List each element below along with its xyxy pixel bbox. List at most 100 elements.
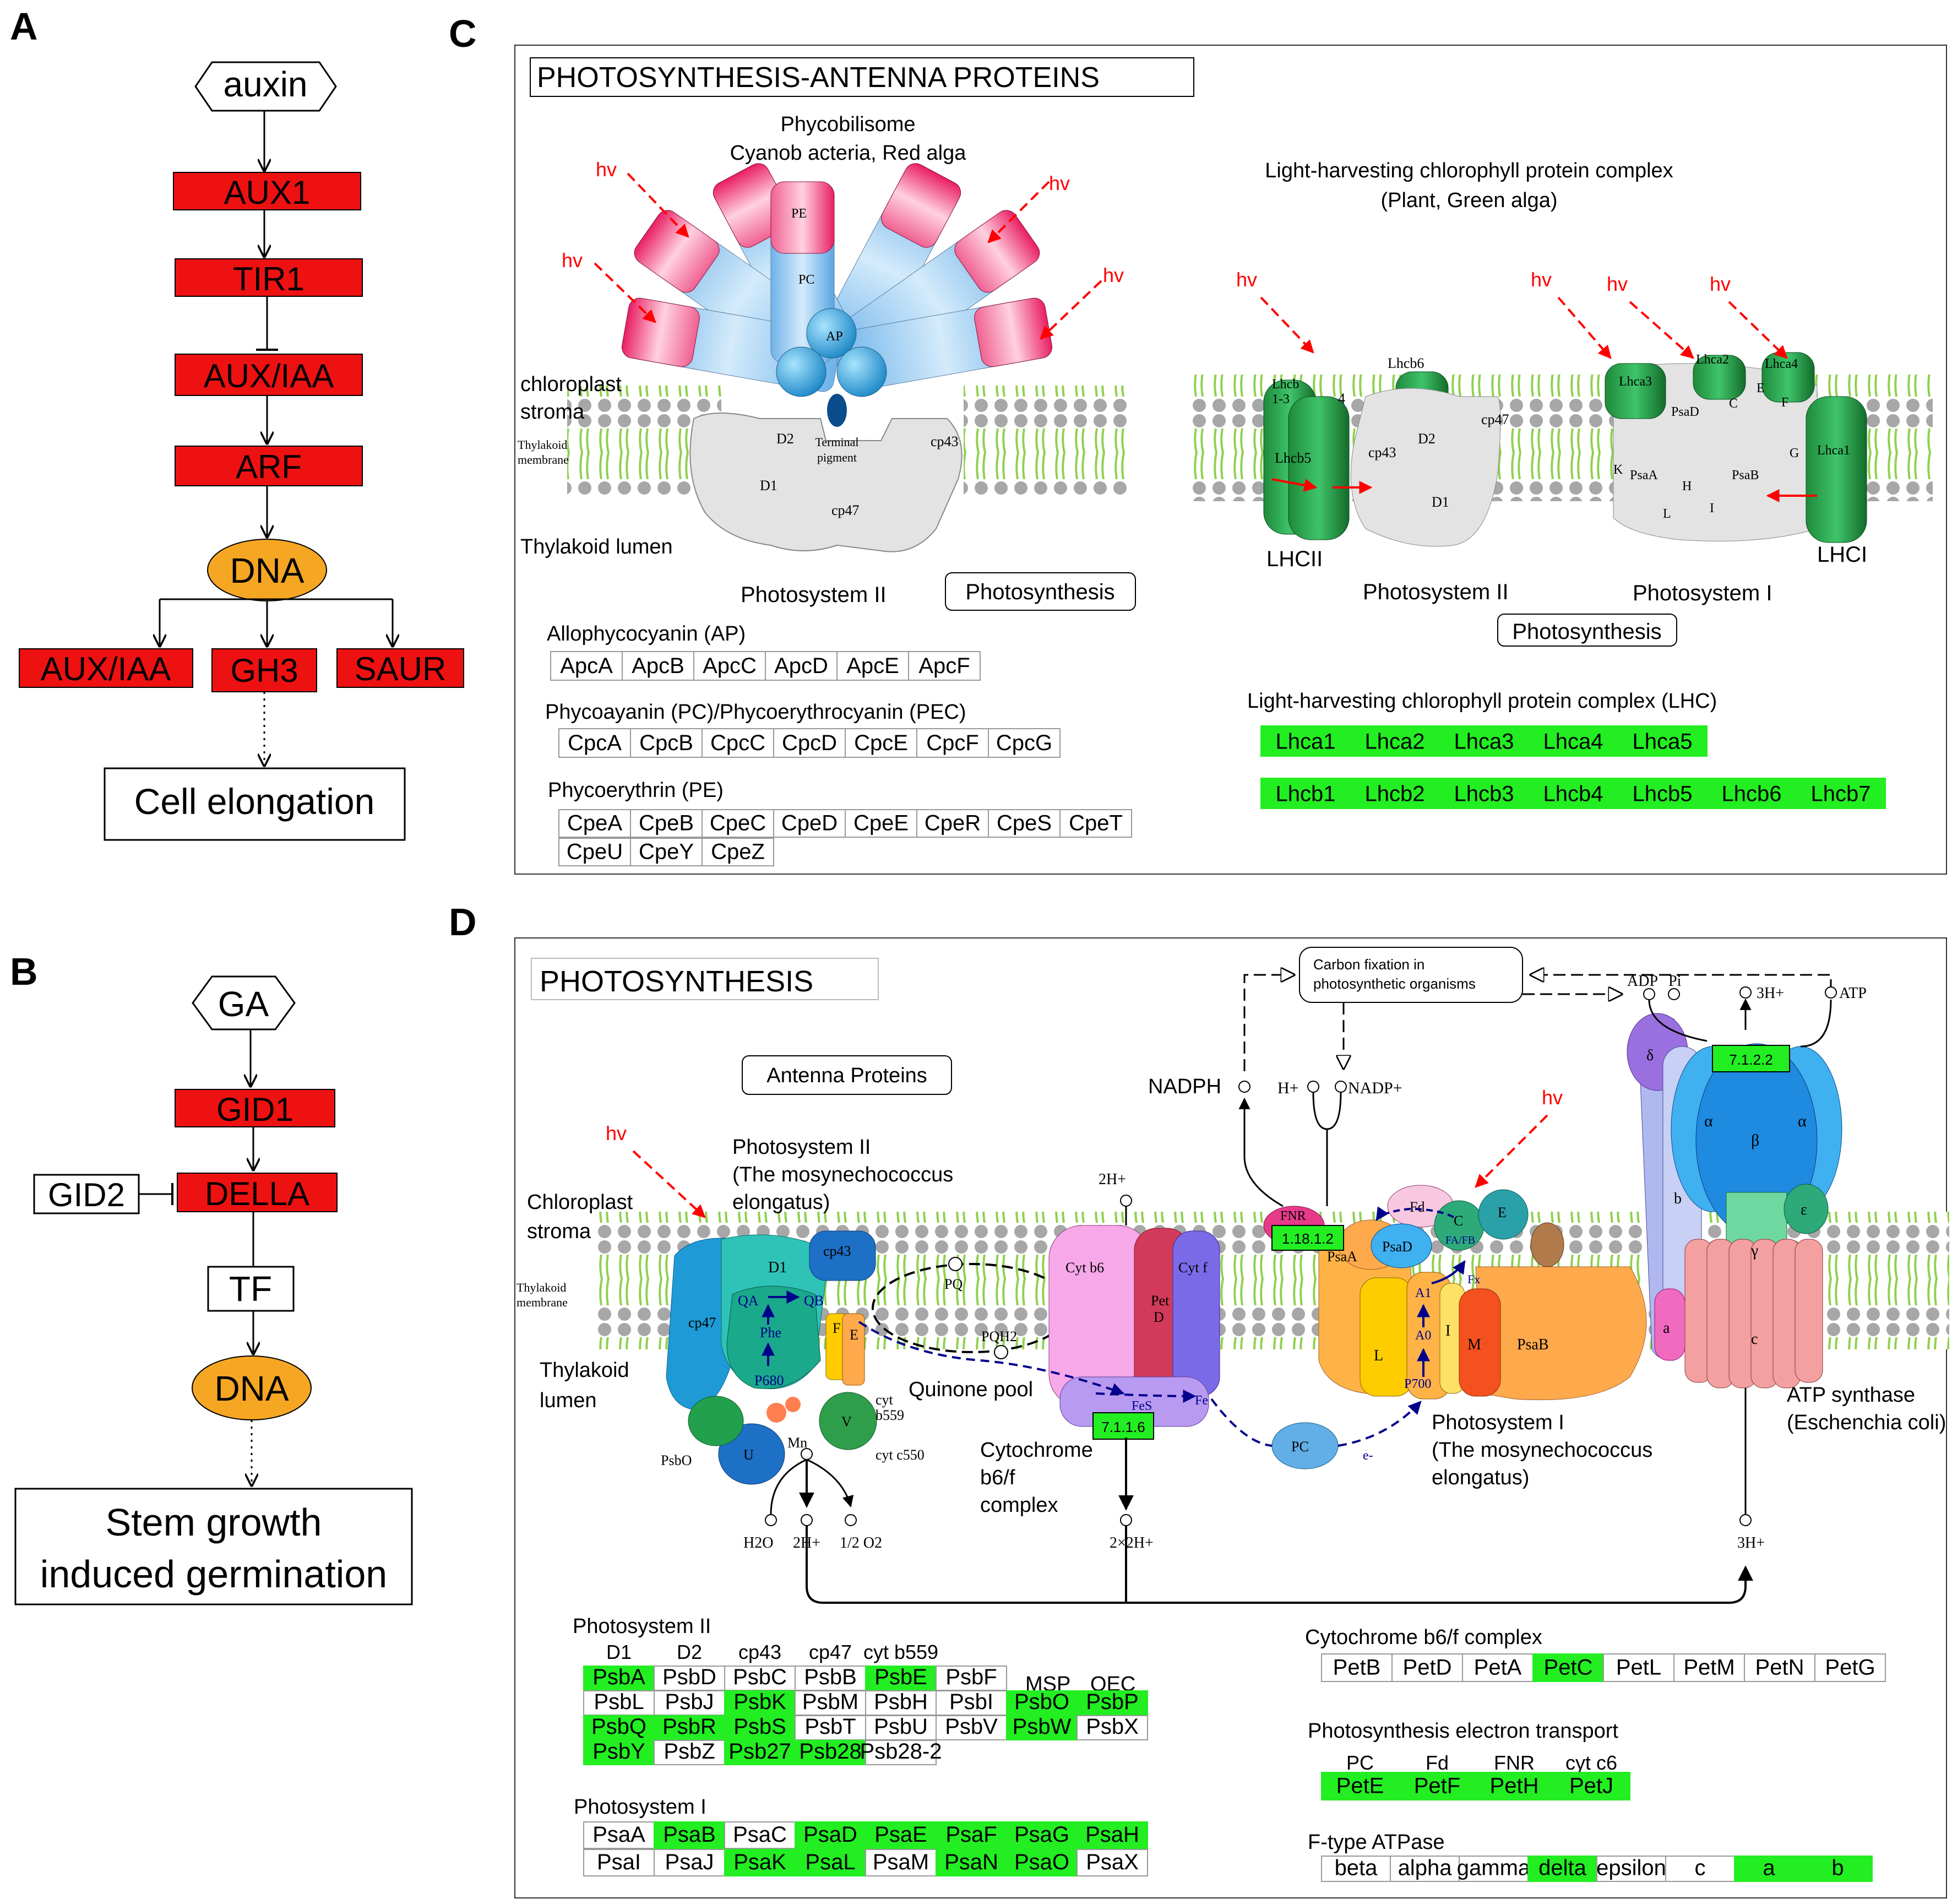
gene-cell-peth[interactable] [1475, 1772, 1553, 1800]
gene-cell-psal[interactable] [795, 1849, 866, 1876]
gene-cell-lhca5[interactable] [1617, 725, 1708, 757]
gene-cell-psag[interactable] [1006, 1821, 1078, 1849]
terminal-pigment-line1: Terminal [815, 435, 858, 449]
gene-cell-psbj[interactable] [654, 1690, 725, 1716]
gene-cell-psae[interactable] [865, 1821, 937, 1849]
gene-label-apcd: ApcD [774, 654, 828, 678]
gene-cell-lhca4[interactable] [1528, 725, 1618, 757]
gene-cell-petj[interactable] [1552, 1772, 1630, 1800]
gene-cell-cpez[interactable] [702, 838, 774, 866]
gene-cell-cpet[interactable] [1059, 809, 1132, 838]
gene-cell-psaj[interactable] [654, 1849, 725, 1876]
gene-label-aux-iaa: AUX/IAA [204, 357, 334, 394]
gene-cell-psad[interactable] [795, 1821, 866, 1849]
gene-cell-lhcb7[interactable] [1796, 778, 1886, 809]
gene-cell-psbm[interactable] [795, 1690, 866, 1716]
gene-cell-epsilon[interactable] [1596, 1856, 1666, 1882]
d-cytb559-line1: cyt [876, 1392, 894, 1408]
d-2x2h-label: 2×2H+ [1110, 1534, 1154, 1552]
gene-cell-lhcb2[interactable] [1350, 778, 1440, 809]
gene-cell-apcf[interactable] [908, 651, 981, 681]
carbon-fixation-line2: photosynthetic organisms [1313, 975, 1476, 992]
gene-cell-petl[interactable] [1603, 1653, 1674, 1682]
gene-cell-psbd[interactable] [654, 1666, 725, 1691]
gene-cell-pete[interactable] [1321, 1772, 1399, 1800]
gene-cell-cpey[interactable] [630, 838, 703, 866]
gene-cell-psbt[interactable] [795, 1715, 866, 1740]
gene-cell-psbe[interactable] [865, 1666, 937, 1691]
gene-cell-petn[interactable] [1744, 1653, 1815, 1682]
gene-cell-psb27[interactable] [724, 1740, 796, 1765]
gene-cell-cpca[interactable] [558, 728, 631, 758]
gene-cell-lhcb6[interactable] [1706, 778, 1797, 809]
gene-cell-cpce[interactable] [845, 728, 917, 758]
gene-cell-cpcd[interactable] [773, 728, 846, 758]
gene-cell-lhcb1[interactable] [1260, 778, 1351, 809]
gene-cell-psbf[interactable] [936, 1666, 1007, 1691]
gene-cell-cpeb[interactable] [630, 809, 703, 838]
gene-cell-cpcg[interactable] [988, 728, 1061, 758]
gene-cell-psab[interactable] [654, 1821, 725, 1849]
gene-cell-cpee[interactable] [845, 809, 917, 838]
gene-cell-psba[interactable] [583, 1666, 655, 1691]
ec-cyt-box[interactable] [1092, 1412, 1154, 1440]
gene-cell-psb28[interactable] [795, 1740, 866, 1765]
gene-cell-psbh[interactable] [865, 1690, 937, 1716]
gene-cell-psao[interactable] [1006, 1849, 1078, 1876]
gene-cell-cped[interactable] [773, 809, 846, 838]
gene-cell-c[interactable] [1665, 1856, 1735, 1882]
gene-cell-psb28-2[interactable] [865, 1740, 937, 1765]
gene-label-psbu: PsbU [874, 1715, 928, 1739]
gene-cell-apcd[interactable] [765, 651, 838, 681]
gene-cell-psax[interactable] [1076, 1849, 1148, 1876]
gene-cell-cpcb[interactable] [630, 728, 703, 758]
gene-cell-psan[interactable] [936, 1849, 1007, 1876]
gene-cell-psbq[interactable] [583, 1715, 655, 1740]
gene-cell-psah[interactable] [1076, 1821, 1148, 1849]
gene-cell-lhca3[interactable] [1439, 725, 1529, 757]
gene-cell-psbb[interactable] [795, 1666, 866, 1691]
gene-cell-petm[interactable] [1673, 1653, 1745, 1682]
gene-cell-apcc[interactable] [693, 651, 766, 681]
gene-cell-cpcf[interactable] [916, 728, 989, 758]
gene-cell-psbr[interactable] [654, 1715, 725, 1740]
gene-cell-psbz[interactable] [654, 1740, 725, 1765]
antenna-proteins-link[interactable] [742, 1055, 952, 1095]
gene-cell-cpea[interactable] [558, 809, 631, 838]
gene-cell-cpcc[interactable] [702, 728, 774, 758]
lhcb5-label: Lhcb5 [1275, 450, 1311, 466]
gene-cell-cpec[interactable] [702, 809, 774, 838]
gene-cell-a[interactable] [1734, 1856, 1804, 1882]
gene-cell-psbp[interactable] [1076, 1690, 1148, 1716]
gene-cell-peta[interactable] [1462, 1653, 1534, 1682]
gene-cell-psbk[interactable] [724, 1690, 796, 1716]
carbon-fixation-link[interactable] [1299, 947, 1523, 1003]
gene-cell-lhcb5[interactable] [1617, 778, 1708, 809]
gene-label-psab: PsaB [663, 1822, 716, 1847]
gene-cell-gamma[interactable] [1459, 1856, 1529, 1882]
gene-cell-psby[interactable] [583, 1740, 655, 1765]
gene-cell-petc[interactable] [1532, 1653, 1604, 1682]
gene-cell-psbw[interactable] [1006, 1715, 1078, 1740]
gene-cell-apca[interactable] [550, 651, 623, 681]
gene-cell-psai[interactable] [583, 1849, 655, 1876]
photosynthesis-link-c1[interactable] [945, 572, 1136, 611]
ec-atp-box[interactable] [1712, 1045, 1790, 1072]
ec-fnr-box[interactable] [1271, 1225, 1344, 1251]
c-membrane-line1: Thylakoid [518, 438, 567, 452]
gene-label-psbi: PsbI [949, 1690, 993, 1714]
gene-label-psao: PsaO [1014, 1850, 1069, 1874]
gene-cell-petb[interactable] [1321, 1653, 1393, 1682]
photosynthesis-link-c2[interactable] [1497, 614, 1677, 647]
gene-cell-petf[interactable] [1398, 1772, 1476, 1800]
gene-cell-beta[interactable] [1321, 1856, 1391, 1882]
gene-cell-psbx[interactable] [1076, 1715, 1148, 1740]
gene-cell-cper[interactable] [916, 809, 989, 838]
gene-cell-b[interactable] [1803, 1856, 1873, 1882]
gene-cell-psaf[interactable] [936, 1821, 1007, 1849]
gene-cell-petg[interactable] [1814, 1653, 1886, 1682]
gene-cell-alpha[interactable] [1390, 1856, 1460, 1882]
